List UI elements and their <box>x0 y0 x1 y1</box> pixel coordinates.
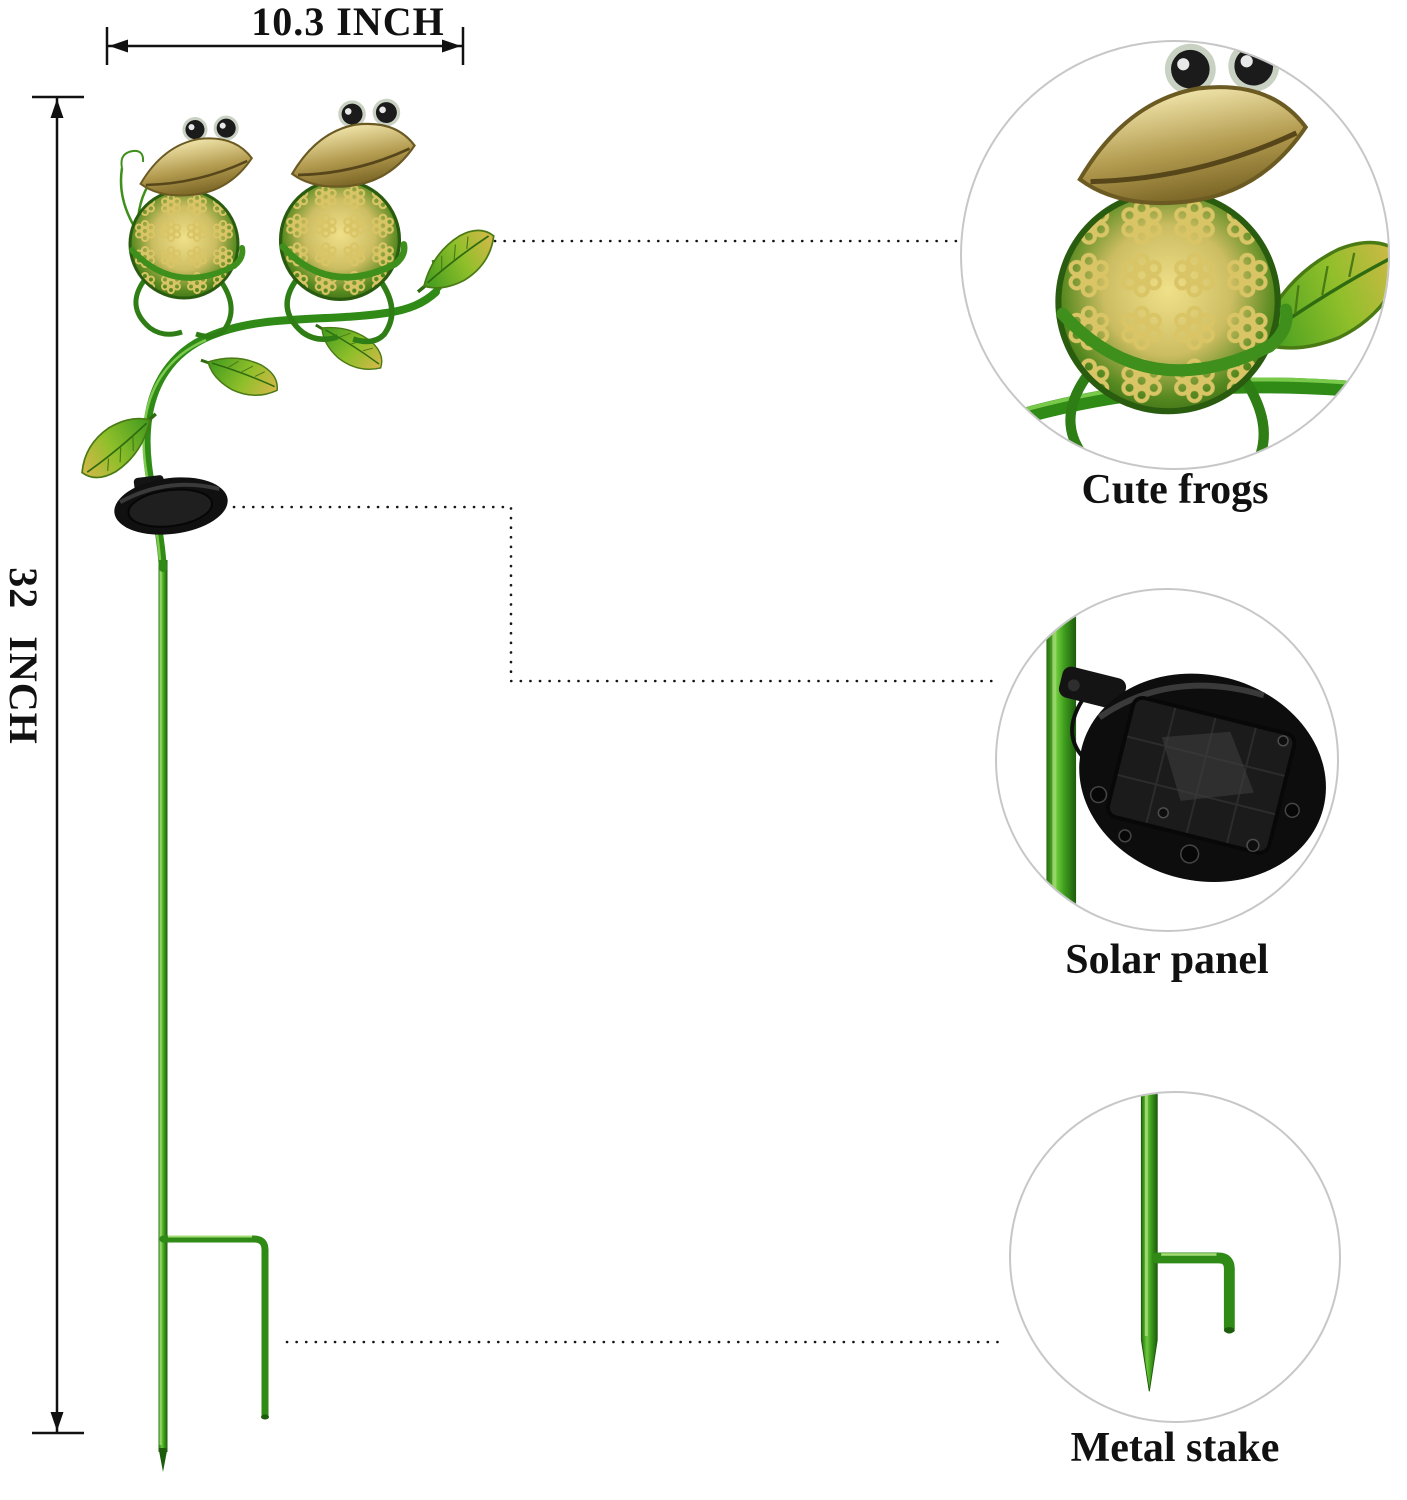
garden-stake-product <box>67 92 508 1472</box>
solar-panel-disc <box>1079 673 1326 882</box>
stake-zoom-illustration <box>1140 1093 1235 1392</box>
water-droplets <box>1089 735 1300 864</box>
leaf-branch-right <box>402 219 508 304</box>
callout-label-solar-panel: Solar panel <box>1065 937 1269 983</box>
frog-left <box>130 110 256 336</box>
fork-prong <box>1151 1252 1235 1334</box>
frog-zoom-illustration <box>962 42 1388 468</box>
callout-label-cute-frogs: Cute frogs <box>1081 467 1269 513</box>
leader-solar-panel <box>232 505 994 683</box>
width-dimension-label: 10.3 INCH <box>251 0 445 44</box>
panel-wire <box>1070 699 1084 758</box>
panel-hinge <box>1058 666 1127 710</box>
stake-pole <box>158 560 168 1472</box>
solar-panel <box>114 475 228 535</box>
leaf-branch-left <box>194 336 286 411</box>
callout-label-metal-stake: Metal stake <box>1070 1425 1280 1471</box>
height-dimension-line <box>32 95 84 1435</box>
leaf-stem-left <box>67 402 173 489</box>
stake-fork <box>159 1235 269 1420</box>
callout-circle-solar-panel <box>995 588 1339 932</box>
height-dimension-label: 32 INCH <box>1 567 46 745</box>
callout-circle-cute-frogs <box>960 40 1390 470</box>
callout-circle-metal-stake <box>1009 1091 1341 1423</box>
solar-panel-zoom-illustration <box>1046 590 1326 930</box>
frog-right <box>281 92 420 341</box>
leader-lines <box>232 239 1008 1344</box>
width-dimension-line <box>105 27 465 65</box>
